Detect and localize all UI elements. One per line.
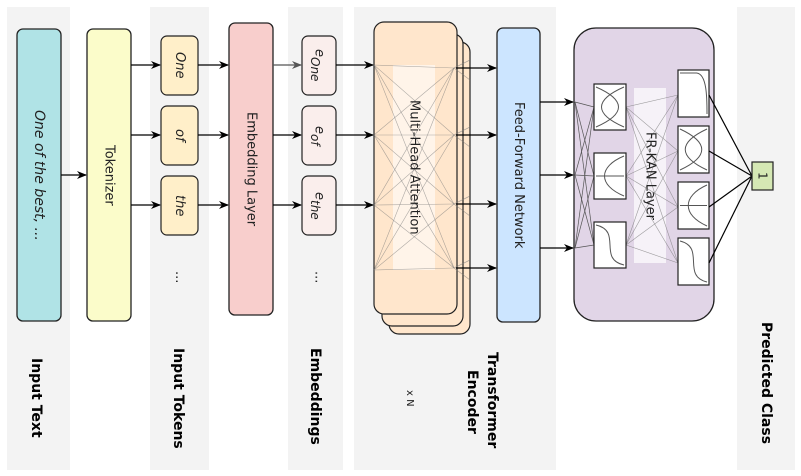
attention-edge	[373, 64, 455, 136]
kan-edge	[574, 101, 595, 177]
kan-edge	[625, 150, 679, 246]
token-ellipsis: ...	[172, 270, 187, 284]
kan-basis-cell	[677, 69, 710, 118]
kan-edge	[574, 106, 595, 176]
kan-edge	[625, 106, 679, 208]
token-of: of	[172, 129, 187, 142]
attention-edge	[373, 64, 455, 69]
basis-curve	[679, 128, 708, 171]
basis-curve	[595, 224, 625, 266]
kan-basis-cell	[677, 125, 710, 174]
input-text-content: One of the best, ...	[31, 109, 47, 241]
kan-edge	[574, 101, 595, 108]
basis-curve	[595, 86, 625, 128]
token-the: the	[172, 194, 187, 217]
attention-edge	[453, 259, 471, 269]
section-label-predicted-class: Predicted Class	[758, 322, 774, 445]
attention-edge	[373, 267, 455, 271]
attention-edge	[373, 134, 455, 271]
repeat-label: x N	[404, 390, 415, 407]
kan-basis-cell	[593, 83, 627, 131]
attention-connections	[373, 59, 471, 281]
attention-edge	[373, 64, 455, 205]
predicted-class-value: 1	[755, 172, 770, 180]
embedding-subscript: One	[308, 57, 322, 82]
output-connections	[708, 94, 753, 264]
output-edge	[708, 94, 753, 177]
kan-edge	[625, 94, 679, 108]
embedding-base: e	[311, 49, 327, 58]
kan-edge	[625, 106, 679, 152]
attention-edge	[373, 203, 455, 271]
kan-edge	[574, 175, 595, 249]
attention-edge	[373, 134, 455, 269]
embedding-layer-label: Embedding Layer	[243, 111, 259, 227]
band-predicted	[737, 7, 795, 470]
output-edge	[708, 175, 753, 208]
basis-curve	[596, 155, 625, 197]
attention-edge	[373, 67, 455, 136]
kan-edge	[625, 94, 679, 177]
predicted-class-box	[751, 161, 774, 191]
kan-edge	[625, 175, 679, 208]
section-label-input-text: Input Text	[28, 358, 44, 438]
embedding-ellipsis: ...	[311, 270, 327, 284]
kan-edge	[625, 206, 679, 246]
attention-edge	[373, 67, 455, 206]
attention-edge	[453, 203, 471, 217]
embedding-subscript: of	[308, 133, 322, 146]
kan-edge	[625, 244, 679, 264]
kan-edge	[625, 106, 679, 264]
basis-curve	[680, 184, 708, 227]
section-label-transformer: Transformer	[484, 352, 500, 449]
attention-edge	[373, 204, 455, 269]
kan-edge	[574, 174, 595, 246]
output-edge	[708, 175, 753, 264]
basis-curve	[680, 72, 708, 115]
embedding-base: e	[311, 125, 327, 134]
embedding-subscript: the	[308, 199, 322, 220]
tokenizer-label: Tokenizer	[101, 144, 117, 206]
attention-edge	[373, 67, 455, 271]
attention-edge	[453, 59, 471, 69]
section-label-input-tokens: Input Tokens	[170, 348, 186, 449]
output-edge	[708, 150, 753, 177]
kan-edge	[574, 106, 595, 249]
kan-edge	[625, 94, 679, 246]
attention-edge	[373, 134, 455, 206]
kan-connections	[574, 94, 679, 264]
attention-edge	[453, 67, 471, 81]
kan-label: FR-KAN Layer	[642, 131, 658, 220]
kan-edge	[625, 150, 679, 177]
basis-curve	[679, 240, 708, 283]
tokenizer-box	[86, 28, 132, 322]
section-label-embeddings: Embeddings	[307, 348, 323, 445]
attention-edge	[373, 64, 455, 269]
section-label-encoder: Encoder	[464, 370, 480, 434]
kan-edge	[574, 101, 595, 246]
ffn-label: Feed-Forward Network	[511, 101, 526, 249]
embedding-layer-box	[228, 22, 274, 316]
attention-edge	[453, 134, 471, 148]
token-one: One	[172, 52, 187, 79]
attention-edge	[373, 203, 455, 206]
kan-edge	[574, 244, 595, 249]
attention-label: Multi-Head Attention	[406, 100, 422, 235]
attention-edge	[453, 195, 471, 205]
attention-edge	[453, 126, 471, 136]
embedding-base: e	[311, 191, 327, 200]
kan-edge	[625, 175, 679, 264]
attention-edge	[453, 267, 471, 281]
